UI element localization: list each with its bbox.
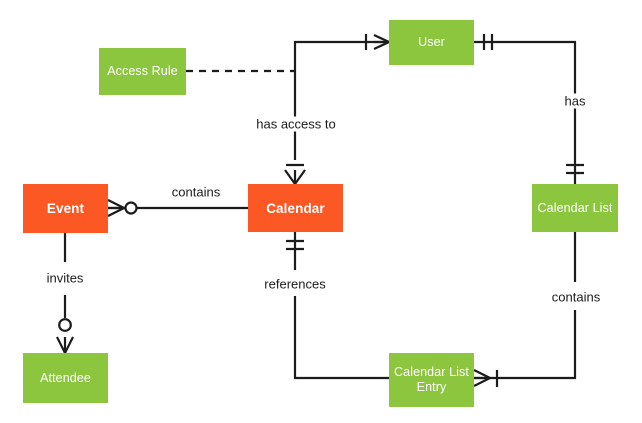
entity-attendee[interactable]: Attendee xyxy=(23,353,108,403)
relationship-label-references: references xyxy=(261,276,329,292)
crowfoot-attendee-top xyxy=(56,336,74,354)
label-text: contains xyxy=(171,184,221,200)
label-text: has xyxy=(564,93,586,109)
line-user-to-calendar xyxy=(293,40,389,160)
entity-user[interactable]: User xyxy=(389,20,474,65)
entity-label: Access Rule xyxy=(107,64,178,78)
relationship-label-contains-event-calendar: contains xyxy=(168,184,224,200)
entity-calendar[interactable]: Calendar xyxy=(248,184,343,232)
entity-calendar-list-entry[interactable]: Calendar List Entry xyxy=(389,353,474,407)
entity-label: User xyxy=(418,35,445,49)
relationship-label-invites: invites xyxy=(43,270,87,286)
entity-label: Event xyxy=(46,201,85,216)
crowfoot-calendar-list-entry-right xyxy=(473,369,499,387)
marker-calendar-list-top xyxy=(566,163,584,175)
line-calendar-list-contains-lower xyxy=(474,310,577,380)
marker-user-right-one-and-only-one xyxy=(482,34,494,50)
line-user-to-calendar-list xyxy=(474,40,577,184)
entity-calendar-list[interactable]: Calendar List xyxy=(532,184,618,232)
entity-label: Calendar xyxy=(266,200,325,216)
relationship-label-has-access-to: has access to xyxy=(253,116,339,132)
relationship-label-has: has xyxy=(561,93,589,109)
entity-label: Calendar List Entry xyxy=(394,365,469,394)
marker-calendar-bottom xyxy=(286,239,304,251)
entity-label: Attendee xyxy=(40,370,91,385)
label-text: references xyxy=(264,276,326,292)
label-text: contains xyxy=(551,289,601,305)
entity-label: Calendar List xyxy=(537,200,613,215)
entity-access-rule[interactable]: Access Rule xyxy=(99,48,186,95)
entity-event[interactable]: Event xyxy=(23,184,108,233)
relationship-label-contains-calendar-list: contains xyxy=(548,289,604,305)
crowfoot-circle-event-right xyxy=(107,199,138,217)
crowfoot-circle-attendee-top xyxy=(58,318,72,332)
crowfoot-calendar-top xyxy=(284,163,306,185)
crowfoot-user-left xyxy=(364,34,390,50)
label-text: has access to xyxy=(256,116,336,132)
line-calendar-references-lower xyxy=(293,296,389,380)
label-text: invites xyxy=(46,270,84,286)
